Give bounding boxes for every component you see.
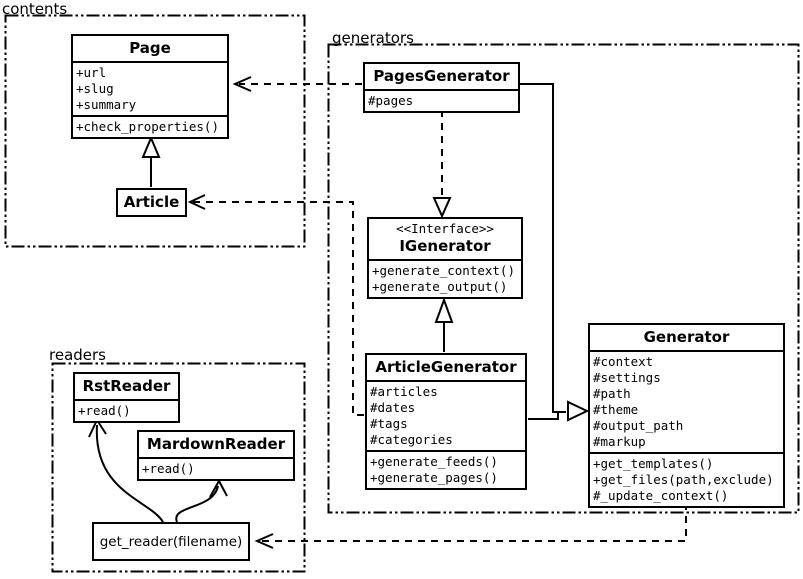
- method: +generate_context(): [372, 263, 515, 278]
- package-border-readers: [51, 362, 306, 573]
- class-mardownreader-methods: +read(): [139, 457, 293, 479]
- class-mardownreader: MardownReader +read(): [137, 430, 295, 481]
- edge-article-extends-page: [141, 135, 161, 187]
- method: +generate_feeds(): [370, 454, 498, 469]
- class-rstreader: RstReader +read(): [73, 372, 180, 423]
- package-label-generators: generators: [332, 29, 414, 47]
- package-label-contents: contents: [2, 0, 68, 18]
- class-article-name: Article: [123, 193, 180, 211]
- class-igenerator-methods: +generate_context() +generate_output(): [369, 259, 521, 297]
- class-pagesgenerator: PagesGenerator #pages: [363, 62, 520, 113]
- attribute: #output_path: [593, 418, 684, 433]
- class-generator-name: Generator: [643, 328, 730, 346]
- edge-articlegenerator-extends-igenerator: [434, 297, 454, 352]
- method: +read(): [78, 403, 131, 418]
- edge-getreader-to-mardownreader: [175, 478, 228, 523]
- method: +get_files(path,exclude): [593, 472, 774, 487]
- function-get-reader: get_reader(filename): [92, 522, 250, 561]
- package-label-readers: readers: [49, 346, 106, 364]
- class-igenerator-stereotype: <<Interface>>: [396, 221, 494, 236]
- attribute: #theme: [593, 402, 639, 417]
- attribute: #pages: [368, 93, 414, 108]
- attribute: #categories: [370, 432, 453, 447]
- class-page-name: Page: [129, 39, 171, 57]
- class-generator: Generator #context #settings #path #them…: [588, 323, 785, 508]
- class-rstreader-name: RstReader: [82, 377, 171, 395]
- method: +generate_pages(): [370, 470, 498, 485]
- method: +check_properties(): [76, 119, 219, 134]
- class-mardownreader-name: MardownReader: [146, 435, 286, 453]
- edge-articlegenerator-depends-article: [187, 194, 364, 416]
- class-generator-methods: +get_templates() +get_files(path,exclude…: [590, 452, 783, 506]
- attribute: #tags: [370, 416, 408, 431]
- edge-articlegenerator-extends-generator: [528, 400, 590, 422]
- method: #_update_context(): [593, 488, 729, 503]
- class-articlegenerator: ArticleGenerator #articles #dates #tags …: [365, 353, 527, 490]
- attribute: +summary: [76, 97, 137, 112]
- attribute: #settings: [593, 370, 661, 385]
- function-get-reader-label: get_reader(filename): [99, 533, 243, 550]
- edge-pagesgenerator-depends-page: [232, 76, 362, 92]
- edge-pagesgenerator-extends-generator: [520, 83, 566, 413]
- attribute: #markup: [593, 434, 646, 449]
- attribute: #path: [593, 386, 631, 401]
- class-page-attributes: +url +slug +summary: [73, 61, 227, 115]
- attribute: +url: [76, 65, 107, 80]
- class-articlegenerator-attributes: #articles #dates #tags #categories: [367, 380, 525, 450]
- class-igenerator-header: <<Interface>> IGenerator: [369, 219, 521, 259]
- class-igenerator-name: IGenerator: [399, 237, 491, 255]
- class-articlegenerator-methods: +generate_feeds() +generate_pages(): [367, 450, 525, 488]
- edge-generator-depends-getreader: [254, 503, 687, 549]
- attribute: #dates: [370, 400, 416, 415]
- attribute: #articles: [370, 384, 438, 399]
- class-pagesgenerator-attributes: #pages: [365, 89, 518, 111]
- class-generator-attributes: #context #settings #path #theme #output_…: [590, 350, 783, 452]
- class-igenerator: <<Interface>> IGenerator +generate_conte…: [367, 217, 523, 299]
- class-page: Page +url +slug +summary +check_properti…: [71, 34, 229, 139]
- attribute: +slug: [76, 81, 114, 96]
- method: +read(): [142, 461, 195, 476]
- package-border-generators: [327, 43, 800, 514]
- class-pagesgenerator-name: PagesGenerator: [373, 67, 510, 85]
- class-page-methods: +check_properties(): [73, 115, 227, 137]
- class-rstreader-methods: +read(): [75, 399, 178, 421]
- attribute: #context: [593, 354, 654, 369]
- class-articlegenerator-name: ArticleGenerator: [375, 358, 517, 376]
- method: +generate_output(): [372, 279, 508, 294]
- package-border-contents: [4, 14, 306, 248]
- class-article: Article: [116, 188, 187, 217]
- edge-pagesgenerator-realizes-igenerator: [432, 110, 452, 219]
- method: +get_templates(): [593, 456, 714, 471]
